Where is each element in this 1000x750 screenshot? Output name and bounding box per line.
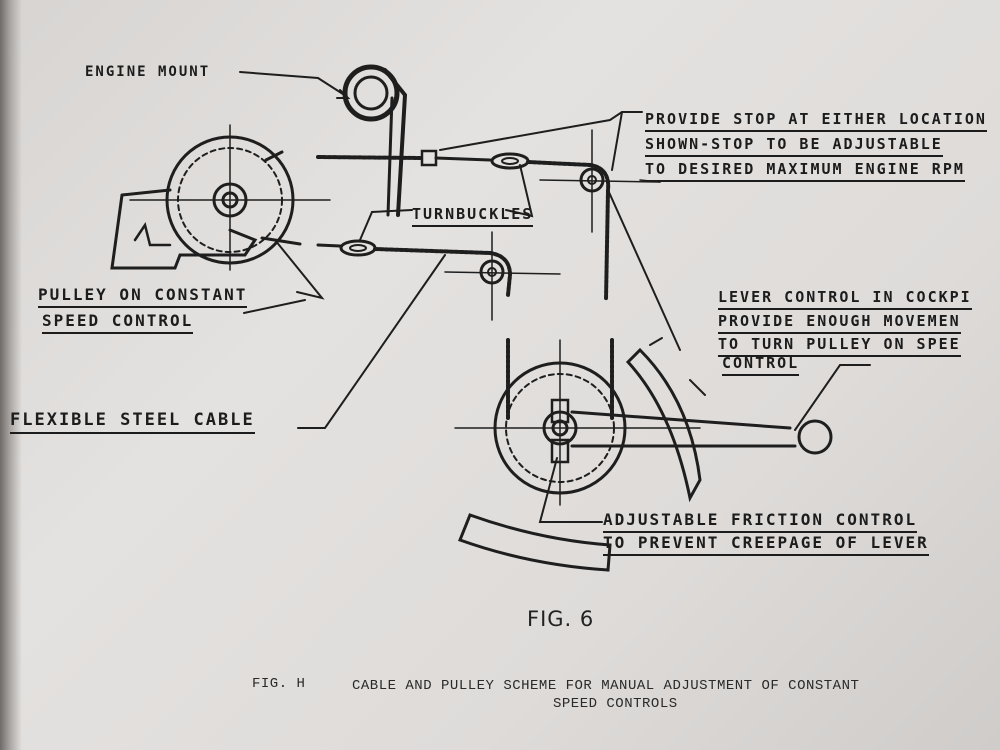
constant-speed-pulley bbox=[129, 124, 331, 271]
label-lever-line3: TO TURN PULLEY ON SPEE bbox=[718, 335, 961, 357]
friction-leader bbox=[538, 457, 603, 523]
label-stop-line2: SHOWN-STOP TO BE ADJUSTABLE bbox=[645, 135, 943, 157]
lower-cable bbox=[260, 236, 513, 297]
label-turnbuckles: TURNBUCKLES bbox=[412, 205, 534, 227]
cockpit-lever bbox=[570, 410, 833, 455]
lever-leader bbox=[794, 364, 871, 431]
governor-housing bbox=[110, 188, 258, 270]
label-pulley-line2: SPEED CONTROL bbox=[42, 311, 194, 334]
cockpit-pulley bbox=[454, 339, 701, 506]
turnbuckles-leader bbox=[359, 209, 413, 241]
label-stop-line1: PROVIDE STOP AT EITHER LOCATION bbox=[645, 110, 987, 132]
label-flexible-cable: FLEXIBLE STEEL CABLE bbox=[10, 410, 255, 434]
pulley-leader bbox=[274, 239, 325, 300]
label-pulley-line1: PULLEY ON CONSTANT bbox=[38, 285, 248, 308]
label-lever-line4: CONTROL bbox=[722, 354, 800, 376]
label-lever-line2: PROVIDE ENOUGH MOVEMEN bbox=[718, 312, 961, 334]
label-lever-line1: LEVER CONTROL IN COCKPI bbox=[718, 288, 972, 310]
caption-line1: CABLE AND PULLEY SCHEME FOR MANUAL ADJUS… bbox=[352, 678, 860, 694]
lower-idler-pulley bbox=[444, 231, 561, 321]
label-friction-line2: TO PREVENT CREEPAGE OF LEVER bbox=[603, 533, 929, 556]
label-stop-line3: TO DESIRED MAXIMUM ENGINE RPM bbox=[645, 160, 965, 182]
stop-leader bbox=[439, 111, 643, 151]
caption-fig-number: FIG. H bbox=[252, 676, 306, 692]
label-engine-mount: ENGINE MOUNT bbox=[85, 64, 211, 80]
label-friction-line1: ADJUSTABLE FRICTION CONTROL bbox=[603, 510, 918, 533]
flexible-cable-leader bbox=[297, 254, 446, 429]
figure-label: FIG. 6 bbox=[527, 607, 595, 631]
caption-line2: SPEED CONTROLS bbox=[553, 696, 678, 712]
lever-quadrant bbox=[625, 337, 706, 503]
friction-quadrant bbox=[458, 513, 612, 572]
upper-idler-pulley bbox=[539, 129, 661, 233]
engine-mount-tube bbox=[342, 64, 408, 217]
page-edge-shadow bbox=[0, 0, 22, 750]
engine-mount-leader bbox=[239, 71, 347, 97]
